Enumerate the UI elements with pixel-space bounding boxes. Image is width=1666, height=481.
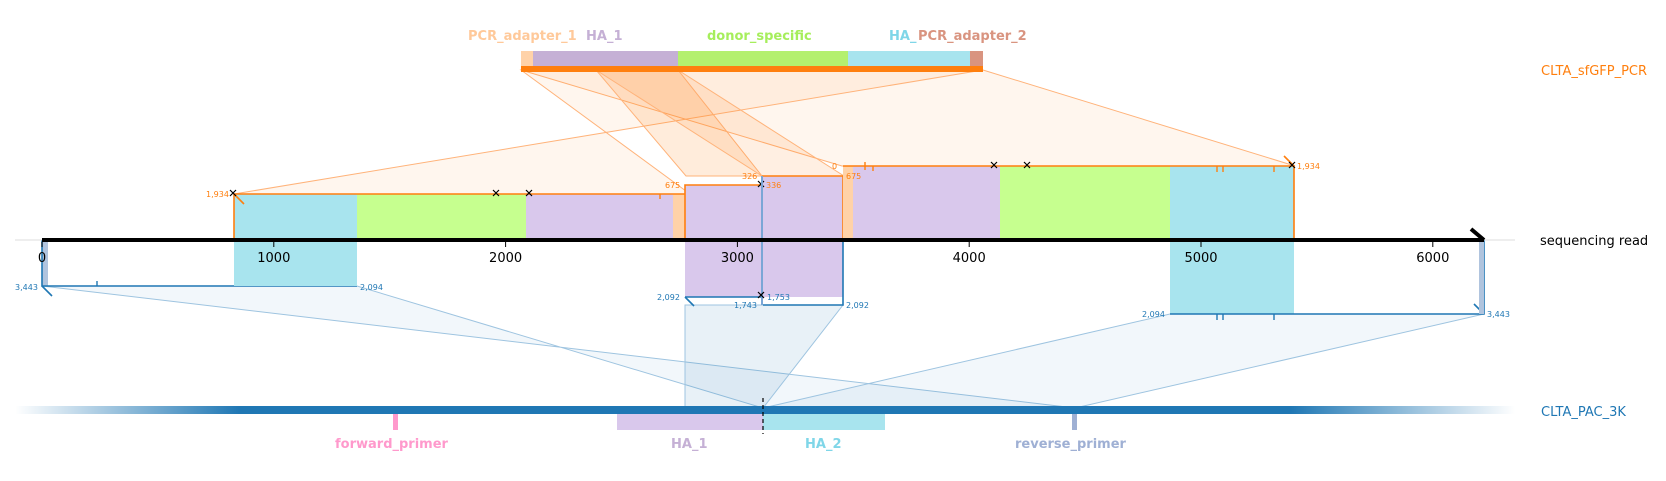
read-block-ha-left [234,194,357,240]
read-axis-tick-label: 6000 [1416,251,1449,266]
top-reference-name: CLTA_sfGFP_PCR [1541,64,1647,79]
top-feature-ha1-label: HA_1 [586,29,623,44]
read-axis-tick-label: 2000 [489,251,522,266]
read-block-ha1-left [526,194,673,240]
read-axis-tick-label: 1000 [257,251,290,266]
read-block-ha1-right [853,166,1000,240]
top-mid-end-label: 675 [665,181,680,190]
read-name: sequencing read [1540,234,1648,249]
top-right-start2-label: 675 [846,172,861,181]
bottom-feature-forward-primer-label: forward_primer [335,437,449,452]
bottom-feature-reverse-primer-label: reverse_primer [1015,437,1127,452]
bottom-reference: forward_primer HA_1 HA_2 reverse_primer … [15,398,1626,452]
bottom-alignment-mid2-line [763,240,844,306]
top-mid2-end-label: 336 [766,181,781,190]
bottom-right-start-label: 2,094 [1142,310,1165,319]
bottom-alignment-blocks: 3,443 2,094 2,092 1,753 1,743 2,092 2,09… [15,176,1510,320]
bottom-feature-ha2-bar [763,414,885,430]
bottom-feature-ha2-label: HA_2 [805,437,842,452]
read-axis-ticks: 0 1000 2000 3000 4000 5000 6000 [38,242,1449,266]
read-axis-tick-label: 5000 [1184,251,1217,266]
read-axis-tick-label: 3000 [721,251,754,266]
read-axis-tick-label: 4000 [953,251,986,266]
top-feature-ha1-bar [533,51,678,67]
bottom-mismatch-cross-marks [757,291,765,299]
read-block-adapter-left [673,194,685,240]
read-block-right-end [1479,240,1484,314]
read-axis: 0 1000 2000 3000 4000 5000 6000 sequencing rea… [15,227,1648,266]
top-feature-pcr-adapter-2-label: PCR_adapter_2 [918,29,1027,44]
read-axis-tick-label: 0 [38,251,46,266]
bottom-mid-a-label: 1,753 [767,293,790,302]
top-right-end-label: 1,934 [1297,162,1320,171]
bottom-mid-b-label: 1,743 [734,301,757,310]
top-right-start-label: 0 [832,162,837,171]
top-feature-ha-label: HA_ [889,29,917,44]
top-feature-pcr-adapter-2-bar [970,51,983,67]
bottom-mid-end-label: 2,092 [846,301,869,310]
bottom-right-end-label: 3,443 [1487,310,1510,319]
bottom-feature-forward-primer-bar [393,414,398,430]
top-alignment-mid-line [684,184,762,240]
bottom-reference-line [15,406,1515,414]
read-axis-arrow-head [1469,227,1486,242]
top-feature-donor-specific-bar [678,51,848,67]
read-block-ha1-mid2 [763,176,843,297]
read-block-left-end [42,240,48,286]
bottom-alignment-mid-tick [684,296,695,307]
read-block-adapter-right [843,166,853,240]
top-reference-line [521,66,983,72]
top-left-start-label: 1,934 [206,190,229,199]
top-feature-ha-bar [848,51,970,67]
bottom-mid-start-label: 2,092 [657,293,680,302]
bottom-feature-ha1-label: HA_1 [671,437,708,452]
read-block-donor-right [1000,166,1170,240]
bottom-left-start-label: 3,443 [15,283,38,292]
top-reference: PCR_adapter_1 HA_1 donor_specific HA_ PC… [468,29,1647,79]
bottom-alignment-left-tick [41,285,53,297]
top-alignment-connections [233,69,1296,195]
read-block-ha-left-bottom [234,240,357,286]
top-feature-pcr-adapter-1-bar [521,51,533,67]
bottom-reference-name: CLTA_PAC_3K [1541,405,1626,420]
bottom-connection-right-block [762,313,1485,409]
top-feature-pcr-adapter-1-label: PCR_adapter_1 [468,29,577,44]
bottom-left-end-label: 2,094 [360,283,383,292]
top-mid2-start-label: 326 [742,172,757,181]
top-feature-donor-specific-label: donor_specific [707,29,812,44]
read-block-donor-left [357,194,526,240]
bottom-feature-reverse-primer-bar [1072,414,1077,430]
bottom-feature-ha1-bar [617,414,763,430]
